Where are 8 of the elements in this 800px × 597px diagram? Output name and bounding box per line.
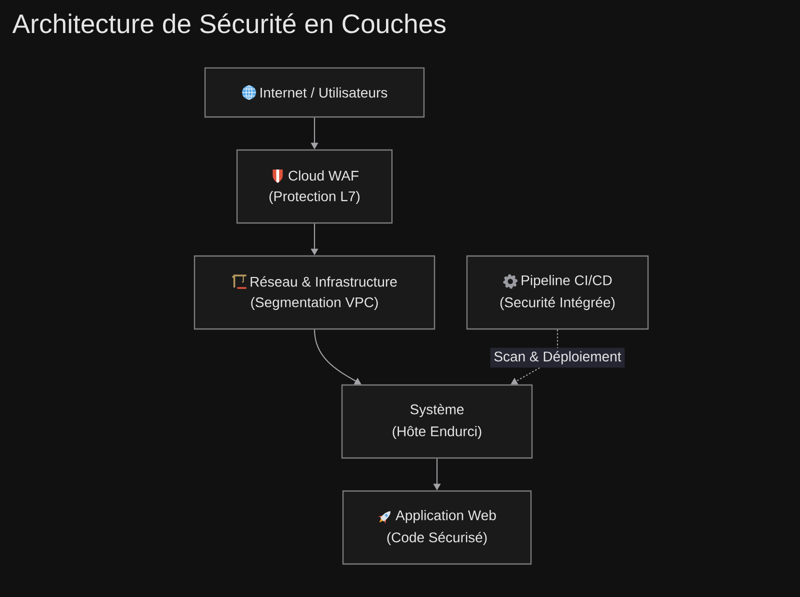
title: Architecture de Sécurité en Couches <box>12 13 446 34</box>
process-box: Internet / Utilisateurs <box>204 67 425 118</box>
process-box: Système (Hôte Endurci) <box>341 384 533 459</box>
process-box: Pipeline CI/CD (Securité Intégrée) <box>466 255 649 330</box>
process-box: Réseau & Infrastructure (Segmentation VPC) <box>194 255 436 330</box>
edge-label: Scan & Déploiement <box>490 348 625 368</box>
process-box: Application Web (Code Sécurisé) <box>342 490 532 565</box>
process-box: Cloud WAF (Protection L7) <box>236 149 393 224</box>
